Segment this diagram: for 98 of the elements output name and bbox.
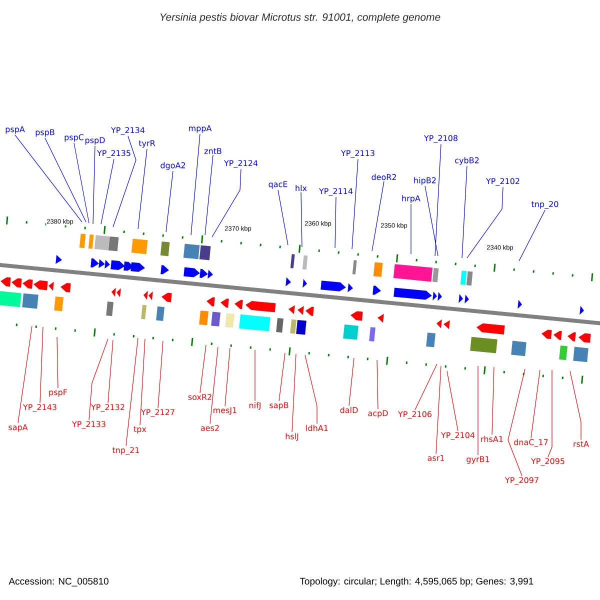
gene-label: YP_2108: [424, 135, 458, 143]
gene-label: tpx: [134, 426, 146, 434]
leader-line: [74, 142, 90, 224]
gene-label: YP_2102: [486, 178, 520, 186]
gene-label: dnaC_17: [514, 439, 548, 447]
leader-line: [92, 146, 96, 224]
gene-label: mppA: [189, 125, 212, 133]
leader-line: [224, 348, 230, 406]
gene-label: YP_2106: [398, 411, 432, 419]
gene-label: aes2: [200, 424, 219, 432]
leader-line: [492, 366, 494, 435]
leader-line: [18, 326, 32, 424]
gene-label: YP_2097: [504, 477, 538, 485]
leader-line: [424, 186, 438, 256]
gene-label: dalD: [340, 406, 358, 414]
gene-label: mesJ1: [214, 407, 236, 415]
leader-line: [40, 326, 44, 404]
leader-line: [376, 360, 378, 410]
gene-label: pspB: [36, 129, 54, 137]
leader-line: [334, 196, 336, 248]
leader-line: [372, 181, 384, 252]
gene-label: soxR2: [188, 394, 212, 400]
gene-label: YP_2114: [318, 188, 353, 196]
leader-line: [200, 344, 206, 394]
leader-line: [530, 370, 540, 438]
leader-line: [166, 170, 174, 232]
leader-line: [300, 192, 302, 248]
footer-text: Accession: NC_005810: [8, 577, 110, 587]
gene-label: YP_2143: [22, 404, 56, 412]
gene-label: tnp_21: [112, 447, 139, 455]
leader-line: [304, 354, 318, 424]
leader-line: [56, 336, 58, 388]
gene-label: YP_2134: [110, 127, 145, 135]
leader-line: [462, 166, 468, 258]
leader-line: [44, 138, 86, 222]
gene-label: nifJ: [250, 402, 260, 410]
leader-line: [100, 158, 114, 224]
gene-label: rhsA1: [481, 436, 503, 442]
leader-line: [158, 340, 164, 408]
leader-line: [204, 154, 214, 236]
leader-line: [434, 144, 442, 256]
gene-label: rstA: [574, 441, 589, 447]
gene-label: sapA: [8, 424, 28, 432]
gene-label: tyrR: [138, 140, 156, 148]
gene-label: pspF: [49, 389, 67, 397]
gene-label: hslJ: [286, 433, 298, 441]
leader-line: [14, 134, 82, 222]
leader-line: [88, 338, 108, 420]
gene-label: YP_2133: [72, 421, 106, 429]
leader-line: [292, 354, 296, 432]
leader-line: [548, 370, 552, 458]
leader-line: [126, 338, 138, 446]
title: Yersinia pestis biovar Microtus str. 91001, complete genome: [160, 13, 440, 23]
leader-line: [446, 370, 458, 432]
leader-line: [112, 136, 136, 228]
gene-label: gyrB1: [466, 456, 490, 464]
leader-line: [210, 346, 218, 424]
leader-line: [278, 352, 286, 402]
gene-label: YP_2113: [340, 150, 374, 158]
gene-label: pspD: [85, 137, 105, 145]
gene-label: YP_2132: [90, 404, 124, 412]
gene-label: tnp_20: [532, 201, 558, 209]
leader-line: [436, 366, 442, 454]
gene-label: YP_2095: [530, 458, 564, 466]
gene-label: sapB: [270, 402, 288, 410]
leader-line: [278, 190, 288, 246]
gene-label: YP_2135: [96, 150, 130, 158]
gene-label: asr1: [428, 455, 444, 461]
gene-label: pspC: [64, 134, 84, 142]
leader-line: [508, 368, 526, 476]
gene-label: hrpA: [402, 195, 420, 203]
leader-line: [190, 134, 200, 236]
leader-line: [466, 186, 504, 258]
gene-label: acpD: [368, 410, 388, 418]
leader-line: [254, 350, 256, 402]
gene-label: YP_2124: [224, 160, 258, 168]
gene-label: ldhA1: [306, 424, 328, 432]
gene-label: deoR2: [372, 174, 396, 180]
gene-label: hipB2: [414, 177, 436, 185]
leader-line: [352, 158, 358, 250]
gene-label: zntB: [204, 148, 222, 154]
gene-label: hlx: [296, 184, 307, 192]
leader-line: [414, 364, 438, 410]
gene-label: YP_2127: [140, 409, 174, 417]
leader-line: [138, 148, 148, 230]
leader-line: [410, 204, 412, 254]
leader-line: [140, 338, 146, 426]
leader-line: [212, 168, 242, 238]
gene-label: dgoA2: [160, 162, 185, 170]
gene-label: YP_2104: [440, 432, 475, 440]
gene-label: cybB2: [455, 157, 479, 165]
gene-label: qacE: [268, 181, 288, 189]
leader-line: [518, 210, 546, 262]
footer-text: Topology: circular; Length: 4,595,065 bp; Genes: 3,991: [299, 577, 534, 587]
leader-line: [348, 358, 354, 406]
leader-line: [570, 370, 582, 440]
leader-line: [108, 340, 114, 404]
gene-label: pspA: [6, 126, 25, 134]
